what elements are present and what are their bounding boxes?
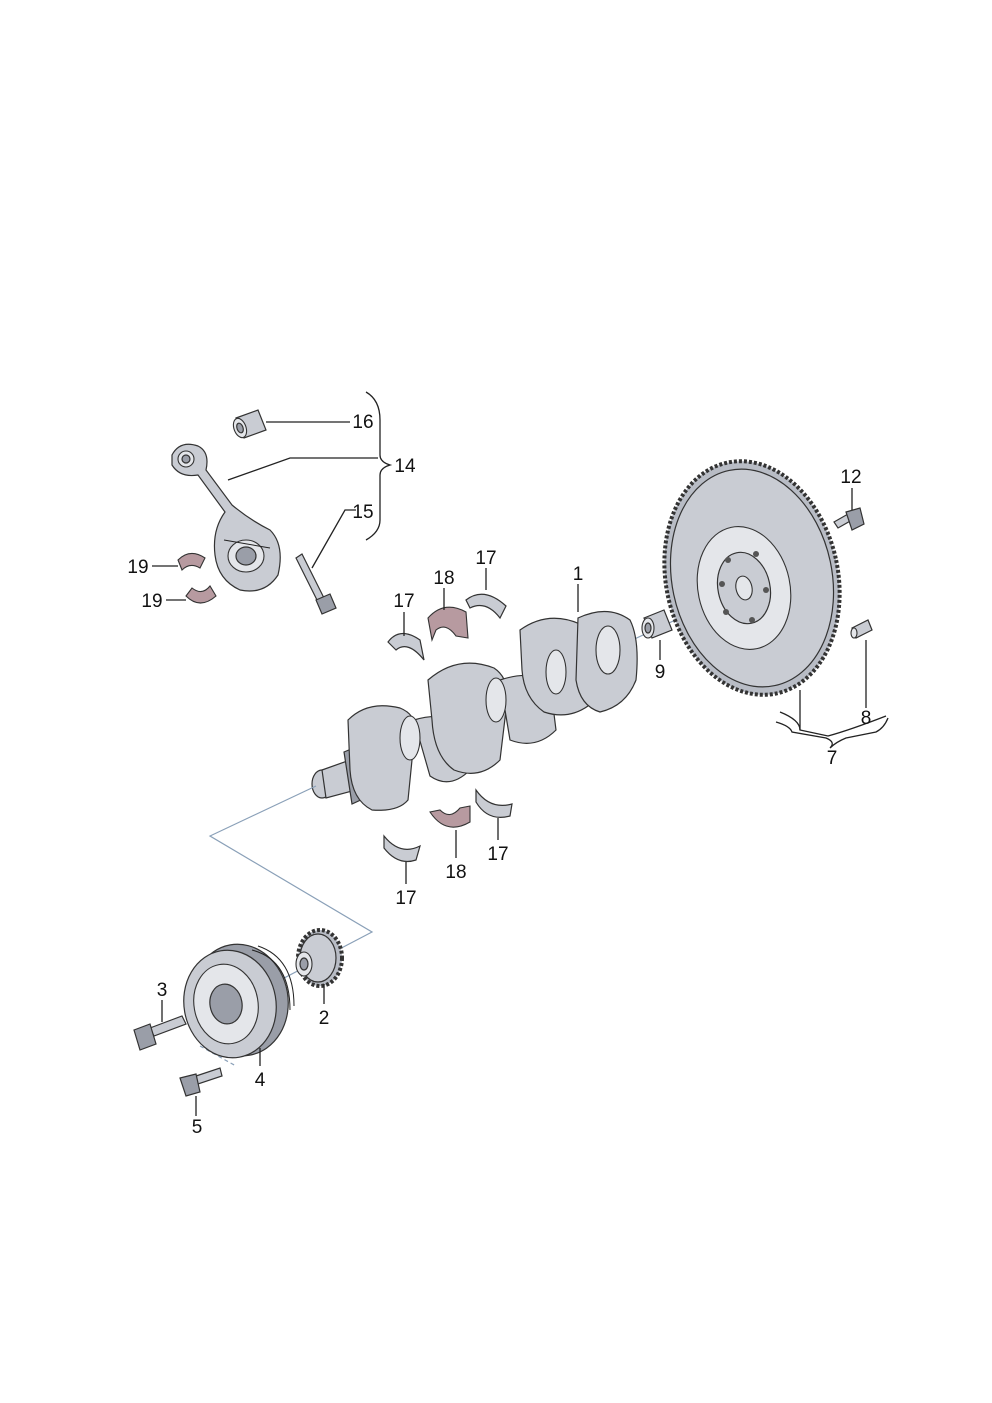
crankshaft-part <box>311 589 741 811</box>
dowel-pin-part <box>850 619 873 639</box>
callout-8: 8 <box>861 708 872 729</box>
callout-19-upper: 19 <box>127 557 148 578</box>
rod-bearing-shell-upper <box>177 552 206 571</box>
crankshaft-sprocket-part <box>295 928 344 988</box>
callout-4: 4 <box>255 1070 266 1091</box>
callout-2: 2 <box>319 1008 330 1029</box>
group-bracket-14 <box>365 391 393 541</box>
damper-bolt-part <box>179 1067 223 1097</box>
vibration-damper-pulley-part <box>183 943 295 1059</box>
flywheel-part <box>662 459 842 697</box>
pilot-bearing-part <box>641 609 673 639</box>
leader-15 <box>311 509 356 569</box>
rod-bearing-shell-lower <box>185 585 217 604</box>
rod-bolt-part <box>295 553 337 615</box>
main-bearing-shells-upper <box>387 593 507 661</box>
leader-14 <box>227 457 378 481</box>
flywheel-bolt-part <box>833 507 865 531</box>
callout-14: 14 <box>394 456 416 477</box>
main-bearing-shell-upper <box>427 606 469 642</box>
group-bracket-7b <box>775 717 889 749</box>
callout-5: 5 <box>192 1117 203 1138</box>
callout-15: 15 <box>352 502 373 523</box>
callout-19-lower: 19 <box>141 591 162 612</box>
callout-9: 9 <box>655 662 666 683</box>
callout-1: 1 <box>573 564 584 585</box>
callout-7: 7 <box>827 748 838 769</box>
main-bearing-shells-lower <box>383 788 513 863</box>
callout-16: 16 <box>352 412 373 433</box>
callout-17-upper-left: 17 <box>393 591 414 612</box>
connecting-rod-part <box>171 443 281 592</box>
callout-17-upper-right: 17 <box>475 548 496 569</box>
connecting-rod-group <box>152 391 393 615</box>
callout-17-lower-left: 17 <box>395 888 416 909</box>
thrust-washer-lower-right <box>475 788 513 818</box>
callout-labels: 1 2 3 4 5 7 8 9 12 14 15 16 17 17 17 17 … <box>127 412 871 1138</box>
thrust-washer-upper-left <box>387 632 425 661</box>
main-bearing-shell-lower <box>429 805 471 828</box>
callout-3: 3 <box>157 980 168 1001</box>
callout-18-lower: 18 <box>445 862 466 883</box>
pulley-bolt-part <box>133 1015 187 1051</box>
piston-pin-bushing-part <box>232 409 267 439</box>
callout-17-lower-right: 17 <box>487 844 508 865</box>
group-bracket-7 <box>779 711 887 737</box>
thrust-washer-upper-right <box>465 593 507 620</box>
callout-12: 12 <box>840 467 861 488</box>
thrust-washer-lower-left <box>383 834 421 863</box>
callout-18-upper: 18 <box>433 568 454 589</box>
